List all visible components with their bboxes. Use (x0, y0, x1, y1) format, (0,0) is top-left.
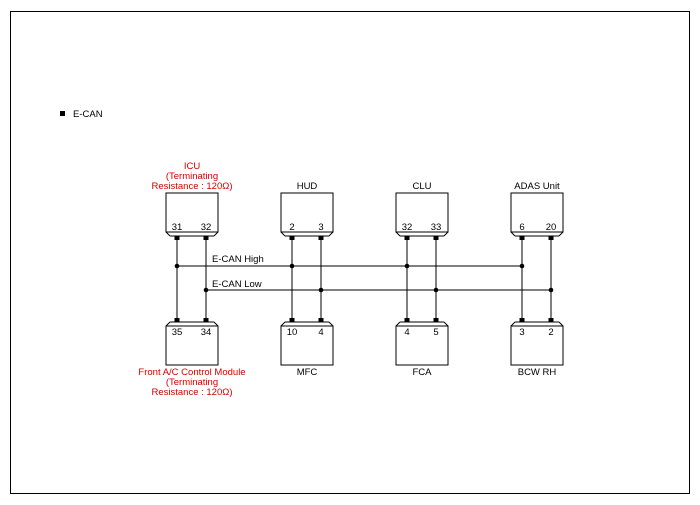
fca-pin-5: 5 (433, 327, 438, 338)
e-can-low-label: E-CAN Low (212, 279, 262, 290)
icu-box (165, 192, 219, 233)
mfc-box (280, 325, 334, 366)
clu-pin-33: 33 (431, 222, 442, 233)
bcw-rh-name: BCW RH (518, 367, 557, 378)
fca-pin-4: 4 (404, 327, 409, 338)
fca-box (395, 325, 449, 366)
vertical-wires (176, 240, 552, 318)
hud-pin-3: 3 (318, 222, 323, 233)
icu-module: ICU (Terminating Resistance : 120Ω) 31 3… (151, 161, 233, 240)
icu-sub1: (Terminating (166, 171, 218, 182)
front-ac-sub2: Resistance : 120Ω) (151, 387, 232, 398)
adas-unit-module: ADAS Unit 6 20 (510, 181, 564, 240)
hud-name: HUD (297, 181, 318, 192)
bcw-pin-2: 2 (548, 327, 553, 338)
clu-name: CLU (412, 181, 431, 192)
front-ac-name: Front A/C Control Module (138, 367, 245, 378)
hud-module: HUD 2 3 (280, 181, 334, 240)
bcw-rh-module: 3 2 BCW RH (510, 318, 564, 378)
mfc-pin-10: 10 (287, 327, 298, 338)
front-ac-pin-35: 35 (172, 327, 183, 338)
front-ac-box (165, 325, 219, 366)
fca-module: 4 5 FCA (395, 318, 449, 378)
clu-box (395, 192, 449, 233)
hud-box (280, 192, 334, 233)
bcw-rh-box (510, 325, 564, 366)
front-ac-sub1: (Terminating (166, 377, 218, 388)
hud-pin-2: 2 (289, 222, 294, 233)
section-title: E-CAN (73, 109, 103, 120)
adas-pin-20: 20 (546, 222, 557, 233)
mfc-name: MFC (297, 367, 318, 378)
icu-pin-32: 32 (201, 222, 212, 233)
icu-pin-31: 31 (172, 222, 183, 233)
diagram-frame (10, 11, 690, 494)
adas-unit-box (510, 192, 564, 233)
icu-name: ICU (184, 161, 201, 172)
bcw-pin-3: 3 (519, 327, 524, 338)
e-can-high-label: E-CAN High (212, 254, 264, 265)
clu-pin-32: 32 (402, 222, 413, 233)
fca-name: FCA (413, 367, 433, 378)
junction-dots (174, 263, 554, 293)
section-bullet-icon (60, 111, 65, 116)
mfc-module: 10 4 MFC (280, 318, 334, 378)
clu-module: CLU 32 33 (395, 181, 449, 240)
icu-sub2: Resistance : 120Ω) (151, 181, 232, 192)
adas-unit-name: ADAS Unit (514, 181, 560, 192)
front-ac-pin-34: 34 (201, 327, 212, 338)
adas-pin-6: 6 (519, 222, 524, 233)
mfc-pin-4: 4 (318, 327, 323, 338)
front-ac-control-module: 35 34 Front A/C Control Module (Terminat… (138, 318, 246, 398)
